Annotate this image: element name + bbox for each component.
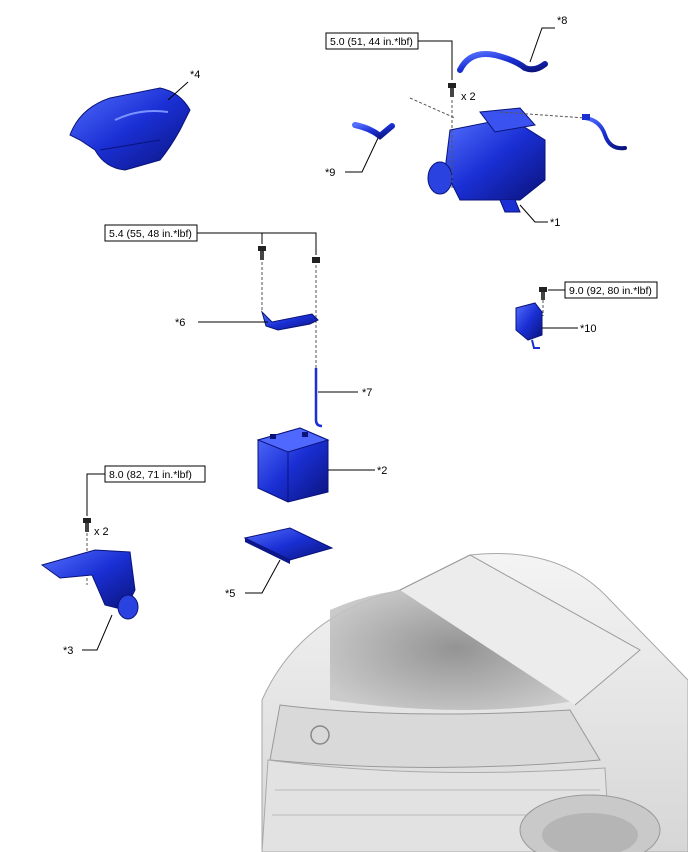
quantity-air-cleaner: x 2 xyxy=(461,91,476,103)
vehicle-location-illustration xyxy=(261,552,688,852)
leader-torque-duct xyxy=(86,473,105,516)
part-1-air-cleaner-assembly xyxy=(427,107,546,213)
part-9-hose xyxy=(352,122,395,140)
guide-9 xyxy=(409,97,456,119)
callout-10: *10 xyxy=(580,323,597,335)
callout-8: *8 xyxy=(557,15,567,27)
emblem-icon xyxy=(310,725,330,745)
part-8-hose xyxy=(457,51,548,73)
part-3-air-duct xyxy=(40,549,139,620)
leader-1 xyxy=(519,204,548,223)
callout-1: *1 xyxy=(550,217,560,229)
callout-6: *6 xyxy=(175,317,185,329)
torque-duct: 8.0 (82, 71 in.*lbf) xyxy=(109,469,192,481)
bolt-icon xyxy=(539,287,547,300)
leader-3 xyxy=(82,614,113,651)
part-vent-hose xyxy=(582,114,627,151)
callout-9: *9 xyxy=(325,167,335,179)
part-6-battery-clamp xyxy=(260,310,319,331)
callout-2: *2 xyxy=(377,465,387,477)
part-2-battery xyxy=(256,427,330,503)
leader-5 xyxy=(245,559,281,594)
guide-10-hose xyxy=(499,111,586,119)
bolt-icon xyxy=(83,518,91,532)
callout-7: *7 xyxy=(362,387,372,399)
leader-torque-air xyxy=(418,40,453,80)
part-5-battery-tray xyxy=(243,527,334,564)
leader-4 xyxy=(167,81,189,101)
part-4-engine-cover xyxy=(69,87,191,171)
nut-icon xyxy=(312,257,320,263)
leader-9 xyxy=(345,137,379,173)
callout-5: *5 xyxy=(225,588,235,600)
quantity-duct: x 2 xyxy=(94,526,109,538)
torque-tray: 5.4 (55, 48 in.*lbf) xyxy=(109,228,192,240)
torque-tank: 9.0 (92, 80 in.*lbf) xyxy=(569,285,652,297)
part-7-battery-rod xyxy=(314,368,323,428)
callout-3: *3 xyxy=(63,645,73,657)
part-10-reservoir-tank xyxy=(515,302,543,349)
bolt-icon xyxy=(258,246,266,260)
callout-4: *4 xyxy=(190,69,200,81)
bolt-icon xyxy=(448,83,456,97)
torque-air-cleaner: 5.0 (51, 44 in.*lbf) xyxy=(330,36,413,48)
leader-8 xyxy=(529,27,555,63)
leader-torque-tray xyxy=(197,232,317,255)
